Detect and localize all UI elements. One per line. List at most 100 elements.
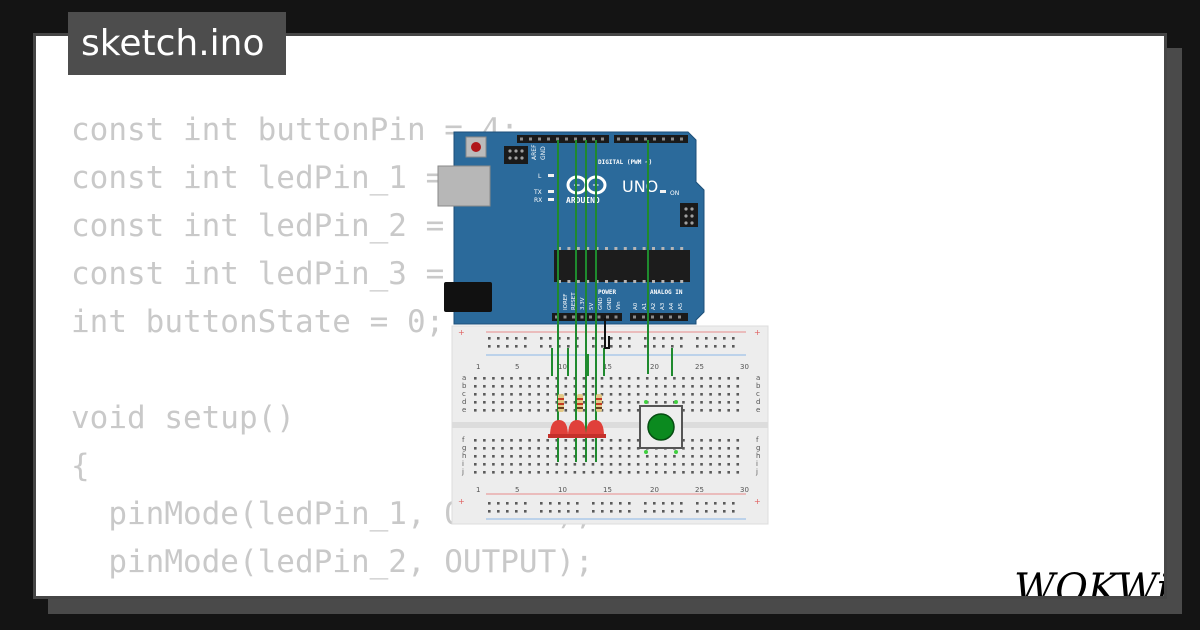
breadboard-hole xyxy=(736,447,740,450)
breadboard-hole xyxy=(601,502,604,505)
breadboard-hole xyxy=(519,447,522,450)
breadboard-hole xyxy=(537,447,540,450)
breadboard-hole xyxy=(636,463,640,466)
breadboard-hole xyxy=(645,385,649,388)
breadboard-hole xyxy=(644,337,647,340)
breadboard-hole xyxy=(618,409,622,412)
red-led[interactable] xyxy=(566,420,588,438)
red-led[interactable] xyxy=(584,420,606,438)
breadboard-hole xyxy=(627,409,631,412)
breadboard-hole xyxy=(644,345,647,348)
arduino-uno-board[interactable]: AREF GND DIGITAL (PWM ~) L TX RX ON − + … xyxy=(437,131,705,325)
breadboard-hole xyxy=(567,510,570,513)
column-number: 10 xyxy=(558,363,567,371)
breadboard-hole xyxy=(691,455,694,458)
breadboard-hole xyxy=(691,463,694,466)
file-tab[interactable]: sketch.ino xyxy=(68,12,286,75)
digital-label: DIGITAL (PWM ~) xyxy=(598,159,652,166)
header-pin xyxy=(589,315,592,319)
header-pin xyxy=(652,247,655,250)
breadboard-hole xyxy=(718,439,721,442)
breadboard-hole xyxy=(488,502,491,505)
breadboard-hole xyxy=(636,471,640,474)
red-led[interactable] xyxy=(548,420,570,438)
breadboard-hole xyxy=(510,455,513,458)
breadboard-hole xyxy=(662,345,665,348)
breadboard-hole xyxy=(558,337,561,340)
breadboard-hole xyxy=(673,463,676,466)
breadboard-hole xyxy=(555,455,559,458)
breadboard-hole xyxy=(644,510,647,513)
led-tx xyxy=(548,190,554,193)
breadboard-hole xyxy=(546,401,549,404)
breadboard-hole xyxy=(501,385,504,388)
breadboard-hole xyxy=(474,409,477,412)
breadboard-hole xyxy=(673,393,676,396)
breadboard-hole xyxy=(610,337,613,340)
breadboard-hole xyxy=(506,345,509,348)
header-pin xyxy=(623,280,627,283)
breadboard-hole xyxy=(573,439,577,442)
breadboard-hole xyxy=(627,385,631,388)
dc-power-jack xyxy=(444,282,492,312)
breadboard-hole xyxy=(619,510,622,513)
breadboard-hole xyxy=(564,463,568,466)
breadboard-hole xyxy=(736,439,740,442)
header-pin xyxy=(614,247,618,250)
breadboard-hole xyxy=(691,385,694,388)
wokwi-logo-text: WOKWi xyxy=(1014,566,1167,599)
ground-wire[interactable] xyxy=(604,318,610,349)
breadboard-hole xyxy=(610,510,613,513)
breadboard-hole xyxy=(655,463,658,466)
breadboard-hole xyxy=(582,393,586,396)
pushbutton[interactable] xyxy=(639,400,683,454)
code-line: pinMode(ledPin_3, OUTPUT); xyxy=(71,586,593,596)
resistor[interactable] xyxy=(558,394,564,412)
breadboard-hole xyxy=(549,337,552,340)
breadboard-hole xyxy=(636,447,640,450)
breadboard-hole xyxy=(628,337,631,340)
breadboard-hole xyxy=(474,377,477,380)
breadboard-hole xyxy=(582,455,586,458)
breadboard-hole xyxy=(474,439,477,442)
resistor[interactable] xyxy=(596,394,602,412)
header-pin xyxy=(558,247,561,250)
code-line: int buttonState = 0; xyxy=(71,304,445,340)
breadboard-hole xyxy=(714,510,717,513)
breadboard-hole xyxy=(537,401,540,404)
header-pin xyxy=(662,137,665,141)
breadboard-hole xyxy=(524,502,527,505)
breadboard-hole xyxy=(474,447,477,450)
breadboard-hole xyxy=(601,337,604,340)
led-rx-label: RX xyxy=(534,197,542,204)
power-pin-label: GND xyxy=(598,297,604,310)
breadboard-hole xyxy=(680,337,683,340)
breadboard-hole xyxy=(555,409,559,412)
breadboard-hole xyxy=(483,447,486,450)
header-pin xyxy=(574,137,577,141)
breadboard-hole xyxy=(537,377,540,380)
breadboard[interactable]: + + + + 1 5 10 15 20 25 30 1 5 10 15 20 … xyxy=(451,325,769,525)
header-pin xyxy=(642,247,646,250)
breadboard-hole xyxy=(732,502,735,505)
breadboard-hole xyxy=(506,337,509,340)
breadboard-hole xyxy=(582,439,586,442)
breadboard-hole xyxy=(609,409,613,412)
resistor[interactable] xyxy=(577,394,583,412)
breadboard-hole xyxy=(700,401,703,404)
header-pin xyxy=(595,247,599,250)
breadboard-hole xyxy=(497,510,500,513)
breadboard-hole xyxy=(573,401,577,404)
breadboard-hole xyxy=(564,455,568,458)
breadboard-hole xyxy=(582,401,586,404)
row-letter: c xyxy=(462,390,466,398)
breadboard-hole xyxy=(506,502,509,505)
breadboard-hole xyxy=(600,463,604,466)
breadboard-hole xyxy=(682,447,685,450)
digital-header-right xyxy=(614,135,688,143)
breadboard-hole xyxy=(528,447,531,450)
breadboard-hole xyxy=(573,455,577,458)
breadboard-hole xyxy=(555,439,559,442)
header-pin xyxy=(555,315,558,319)
breadboard-hole xyxy=(555,471,559,474)
